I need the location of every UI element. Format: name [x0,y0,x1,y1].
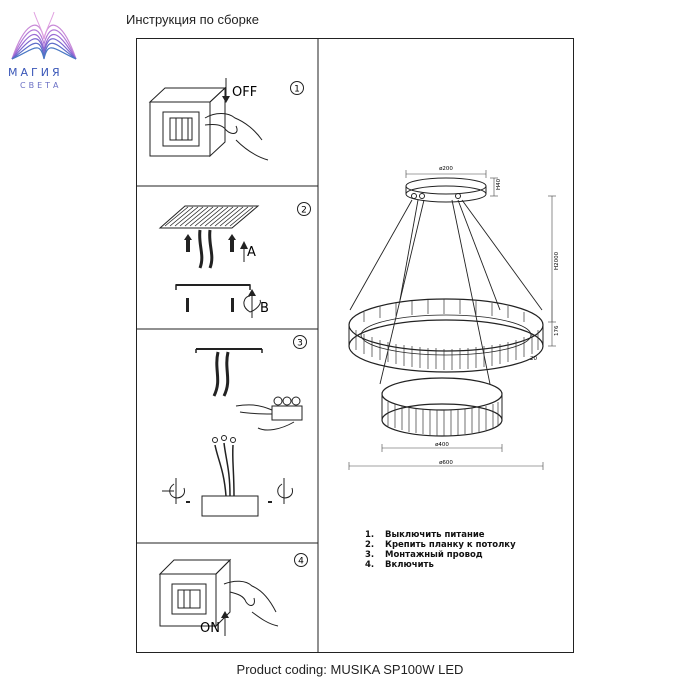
logo-waves-icon [11,11,77,60]
label-b: B [260,301,269,316]
chandelier-drawing: ø200 H40 H2000 176 20 ø400 ø600 [348,166,560,470]
panel-step-1: OFF 1 [148,78,304,161]
panel-step-2: A B 2 [158,202,311,318]
step-text: Включить [385,560,434,570]
step-number-3: 3 [297,339,303,349]
list-item: 3. Монтажный провод [365,550,516,560]
logo-text-magiya: МАГИЯ [8,66,63,79]
list-item: 2. Крепить планку к потолку [365,540,516,550]
canopy-base-icon [201,495,259,517]
step-number-4: 4 [298,557,304,567]
rotate-arrow-icon [243,295,261,313]
step-num: 2. [365,540,375,550]
dimension-lines [348,170,556,470]
arrow-down-icon [222,78,230,103]
small-ring-crystals [387,402,499,436]
panel-step-3: 3 [162,335,307,517]
screw-icon [186,298,234,312]
panel-step-4: ON 4 [158,553,308,636]
step-num: 4. [365,560,375,570]
dim-small-ring: ø400 [435,442,449,448]
hand-icon [204,113,269,161]
terminal-block-icon [235,396,303,431]
step-number-1: 1 [294,85,300,95]
document-title: Инструкция по сборке [126,12,259,27]
connector-wires-icon [212,435,236,497]
wall-switch-on-icon [158,558,232,628]
step-text: Монтажный провод [385,550,483,560]
large-ring [348,298,544,373]
step-num: 1. [365,530,375,540]
bracket-with-wires-icon [195,348,263,397]
product-coding: Product coding: MUSIKA SP100W LED [236,662,464,677]
wires-icon [198,229,214,269]
dim-ring-gap: 176 [554,325,560,336]
label-a: A [247,245,256,260]
dim-large-ring: ø600 [439,460,453,466]
step-text: Выключить питание [385,530,485,540]
dim-max-height: H2000 [554,251,560,270]
ceiling-hatch-icon [158,205,260,229]
logo-text-sveta: СВЕТА [20,81,62,90]
small-ring [381,377,503,437]
on-label: ON [200,621,220,636]
anchor-icon [184,234,236,252]
list-item: 4. Включить [365,560,516,570]
steps-list: 1. Выключить питание 2. Крепить планку к… [365,530,516,570]
step-number-2: 2 [301,206,307,216]
off-label: OFF [232,85,257,100]
step-num: 3. [365,550,375,560]
rotate-right-icon [277,483,293,499]
suspension-cables [349,199,543,385]
mounting-bracket-icon [175,284,251,290]
dim-canopy-height: H40 [496,178,502,190]
instruction-frame [136,38,574,653]
dim-ring-height: 20 [530,356,537,362]
list-item: 1. Выключить питание [365,530,516,540]
wall-switch-icon [148,86,227,158]
hand-pressing-icon [223,580,279,627]
step-text: Крепить планку к потолку [385,540,516,550]
large-ring-crystals [355,299,539,370]
dim-canopy-diameter: ø200 [439,166,453,172]
